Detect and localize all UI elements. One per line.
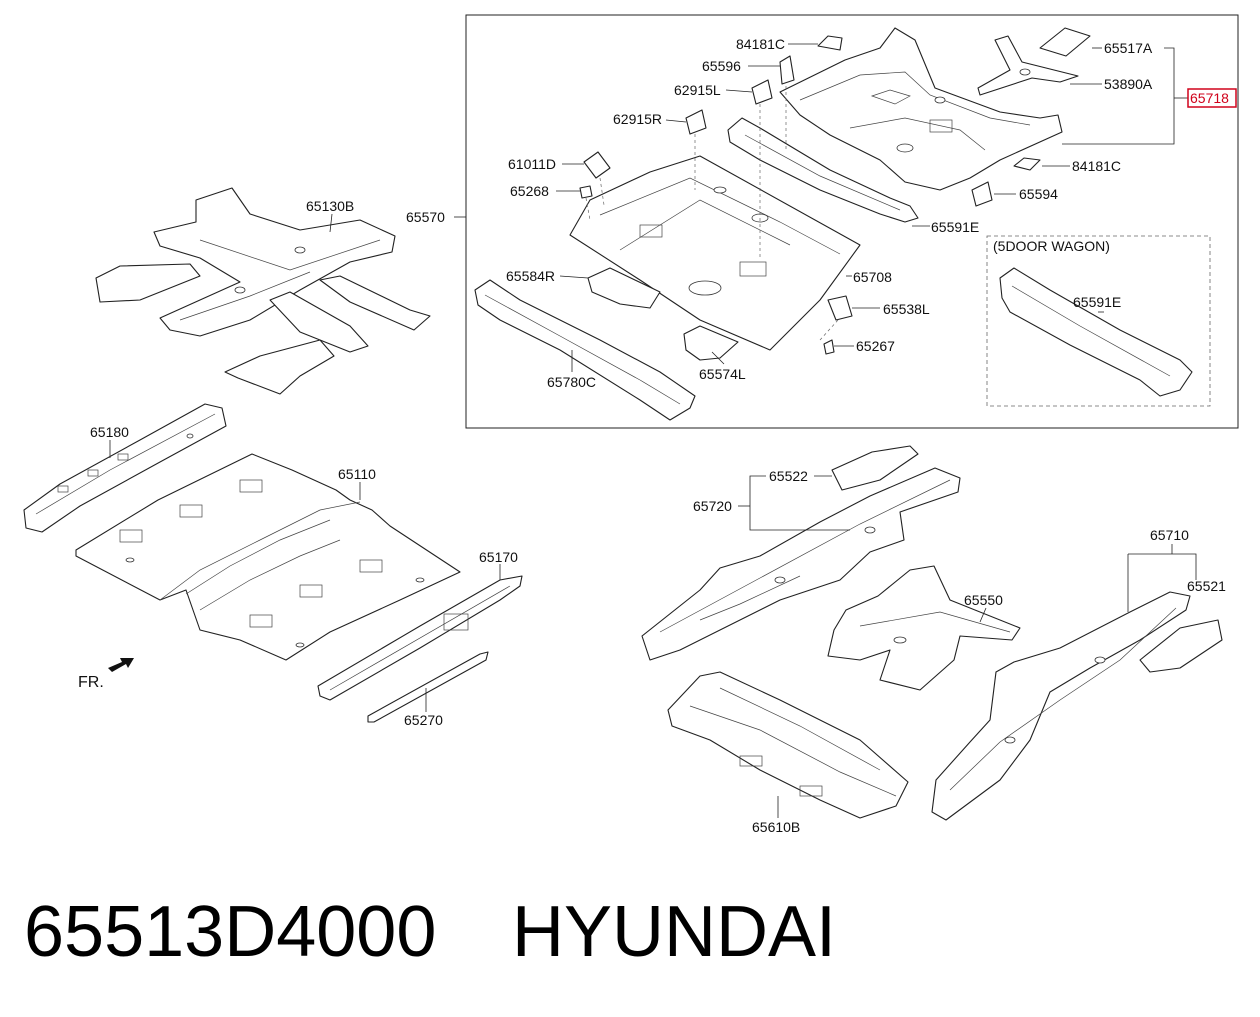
- part-65710: [931, 591, 1191, 821]
- part-53890A: [977, 35, 1079, 96]
- label-65610B: 65610B: [752, 819, 800, 835]
- part-65268: [579, 185, 593, 199]
- rear-floor-pan-65718: [779, 27, 1063, 191]
- part-61011D: [583, 151, 611, 179]
- rear-floor-65708: [569, 155, 861, 351]
- part-65780C: [474, 279, 696, 421]
- part-65584R: [587, 267, 661, 309]
- label-65268: 65268: [510, 183, 549, 199]
- label-65110: 65110: [338, 466, 376, 482]
- part-65720: [641, 467, 961, 661]
- label-65710: 65710: [1150, 527, 1189, 543]
- label-62915R: 62915R: [613, 111, 662, 127]
- label-65720: 65720: [693, 498, 732, 514]
- label-65267: 65267: [856, 338, 895, 354]
- part-65170: [317, 575, 523, 701]
- part-84181C-top: [817, 35, 843, 51]
- part-65596: [779, 55, 795, 85]
- part-65517A: [1039, 27, 1091, 57]
- label-62915L: 62915L: [674, 82, 721, 98]
- label-65550: 65550: [964, 592, 1003, 608]
- label-fr: FR.: [78, 674, 104, 691]
- part-65574L: [683, 325, 739, 361]
- part-65538L: [827, 295, 853, 321]
- label-65270: 65270: [404, 712, 443, 728]
- part-number: 65513D4000: [24, 892, 437, 972]
- label-65780C: 65780C: [547, 374, 596, 390]
- label-65522: 65522: [769, 468, 808, 484]
- label-65574L: 65574L: [699, 366, 746, 382]
- label-84181C-right: 84181C: [1072, 158, 1121, 174]
- label-65591E-main: 65591E: [931, 219, 979, 235]
- label-65538L: 65538L: [883, 301, 930, 317]
- label-65594: 65594: [1019, 186, 1058, 202]
- label-65170: 65170: [479, 549, 518, 565]
- part-65610B: [667, 671, 909, 819]
- part-65521: [1139, 619, 1223, 673]
- front-direction-arrow-icon: [108, 658, 134, 672]
- label-53890A: 53890A: [1104, 76, 1153, 92]
- label-65570: 65570: [406, 209, 445, 225]
- part-62915R: [685, 109, 707, 135]
- wagon-variant-box: [986, 235, 1211, 407]
- part-65270: [367, 651, 489, 723]
- label-65591E-wagon: 65591E: [1073, 294, 1121, 310]
- label-65584R: 65584R: [506, 268, 555, 284]
- part-65591E-wagon: [999, 267, 1193, 397]
- part-65130B: [95, 187, 431, 395]
- label-5door-wagon: (5DOOR WAGON): [993, 238, 1110, 254]
- brand-name: HYUNDAI: [512, 892, 837, 972]
- label-65718: 65718: [1190, 90, 1229, 106]
- front-floor-65110: [75, 453, 461, 661]
- label-65708: 65708: [853, 269, 892, 285]
- part-62915L: [751, 79, 773, 105]
- rear-floor-inset-box: [465, 14, 1239, 429]
- label-61011D: 61011D: [508, 156, 556, 172]
- part-65522: [831, 445, 919, 491]
- label-65517A: 65517A: [1104, 40, 1153, 56]
- part-65594: [971, 181, 993, 207]
- highlight-box-65718: [1187, 88, 1237, 108]
- label-65521: 65521: [1187, 578, 1226, 594]
- label-84181C-top: 84181C: [736, 36, 785, 52]
- label-65596: 65596: [702, 58, 741, 74]
- part-84181C-right: [1013, 157, 1041, 171]
- part-65267: [823, 339, 835, 355]
- parts-diagram: 65130B 65570 84181C 65596 62915L 62915R …: [23, 14, 1239, 835]
- part-65550: [827, 565, 1021, 691]
- label-65130B: 65130B: [306, 198, 354, 214]
- part-65180: [23, 403, 227, 533]
- label-65180: 65180: [90, 424, 129, 440]
